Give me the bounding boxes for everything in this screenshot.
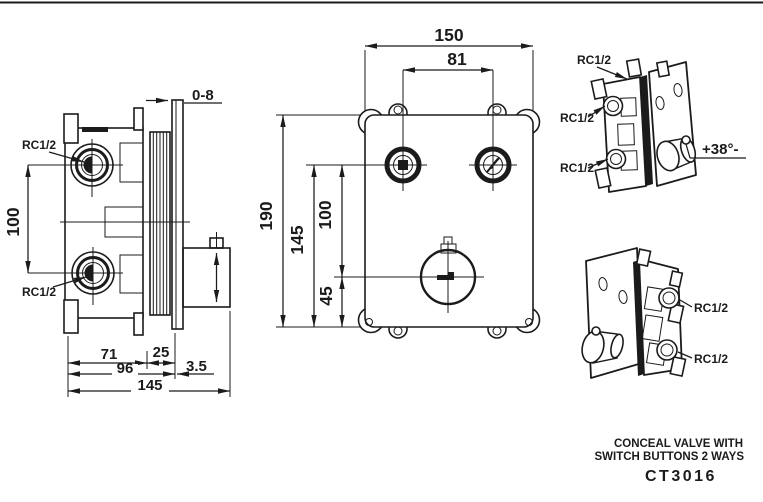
screw-hole <box>393 326 403 336</box>
port-label-top: RC1/2 <box>22 138 56 152</box>
dim-label-100-front: 100 <box>315 200 335 229</box>
dim-label-71: 71 <box>101 346 118 363</box>
dimension-depths: 71 25 96 3.5 145 <box>67 311 231 397</box>
dim-label-3-5: 3.5 <box>186 358 207 375</box>
temperature-label: +38°- <box>702 141 738 158</box>
outlet-block <box>182 232 231 308</box>
iso-port-label-3: RC1/2 <box>560 161 594 175</box>
screw-hole <box>525 318 533 326</box>
mounting-lug <box>667 302 685 324</box>
adjustment-fins <box>149 131 171 316</box>
leader-line <box>677 351 693 359</box>
leader-line <box>587 105 606 118</box>
dimension-spacing-81: 81 <box>403 49 493 73</box>
port <box>602 95 624 117</box>
label-mask <box>112 364 138 375</box>
dim-label-145-side: 145 <box>137 377 162 394</box>
wall-plate-edge <box>171 99 184 330</box>
port-label-bottom: RC1/2 <box>22 285 56 299</box>
inlet-port-top <box>28 139 123 197</box>
plate-hole <box>598 277 608 291</box>
screw-hole <box>492 326 502 336</box>
iso-back-port-label-1: RC1/2 <box>694 301 728 315</box>
mounting-tab-bottom-left <box>63 299 79 334</box>
internal-cavity <box>119 142 144 183</box>
front-view: 150 81 190 145 100 45 <box>256 25 541 339</box>
screw-hole <box>393 105 403 115</box>
dim-label-150: 150 <box>434 25 463 45</box>
dim-label-0-8: 0-8 <box>192 87 214 104</box>
label-mask <box>131 381 169 392</box>
temperature-knob <box>419 236 477 306</box>
title-block: CONCEAL VALVE WITH SWITCH BUTTONS 2 WAYS… <box>594 438 744 485</box>
mounting-lug <box>590 78 608 100</box>
body-recess <box>617 123 635 146</box>
iso-back-view: RC1/2 RC1/2 <box>581 247 728 379</box>
switch-button-right <box>474 146 512 184</box>
valve-body <box>602 76 647 193</box>
dim-label-190: 190 <box>256 201 276 230</box>
mounting-lug <box>669 355 687 377</box>
product-title-line2: SWITCH BUTTONS 2 WAYS <box>594 451 744 463</box>
switch-button-left <box>384 146 422 184</box>
dimension-port-spacing: 100 <box>3 165 31 273</box>
fin-stack-edge <box>633 260 644 376</box>
plate-hole <box>655 96 665 110</box>
dim-label-45: 45 <box>316 286 336 306</box>
top-fitting <box>625 58 643 78</box>
mounting-tab-top-left <box>63 113 79 144</box>
dim-label-100-side: 100 <box>3 207 23 236</box>
leader-line <box>679 299 693 308</box>
leader-line <box>685 143 691 159</box>
dim-label-96: 96 <box>117 360 134 377</box>
product-code: CT3016 <box>645 468 717 485</box>
mounting-tab-top-right <box>133 107 144 131</box>
port <box>605 148 627 170</box>
iso-back-port-label-2: RC1/2 <box>694 352 728 366</box>
body-recess <box>641 314 664 342</box>
temperature-knob-iso-back <box>581 326 624 364</box>
screw-hole <box>365 318 373 326</box>
fin-stack-edge <box>640 75 653 186</box>
dimension-heights: 190 145 100 45 <box>256 114 361 328</box>
port <box>656 339 678 361</box>
inlet-port-bottom <box>28 247 123 305</box>
leader-line <box>587 158 609 169</box>
plate-hole <box>618 290 628 304</box>
iso-front-view: RC1/2 RC1/2 RC1/2 +38°- <box>560 53 746 193</box>
side-view: RC1/2 RC1/2 0-8 100 71 25 96 <box>3 87 231 397</box>
plate-hole <box>673 83 683 97</box>
iso-port-label-1: RC1/2 <box>577 53 611 67</box>
iso-port-label-2: RC1/2 <box>560 111 594 125</box>
dim-label-145-front: 145 <box>287 225 307 254</box>
product-title-line1: CONCEAL VALVE WITH <box>614 438 743 450</box>
top-fitting <box>635 248 652 268</box>
dimension-width-150: 150 <box>364 25 534 111</box>
top-fitting <box>655 60 671 78</box>
dimension-wall-gap: 0-8 <box>146 87 222 104</box>
leader-line <box>596 66 628 80</box>
mounting-lug <box>594 167 612 189</box>
internal-cavity <box>119 254 144 294</box>
top-fitting <box>668 270 684 288</box>
face-plate <box>364 114 534 328</box>
body-top-seal <box>82 127 108 132</box>
leader-line <box>48 151 85 163</box>
leader-line <box>52 276 87 288</box>
mounting-tab-bottom-right <box>133 312 144 336</box>
dim-label-81: 81 <box>447 49 467 69</box>
port <box>658 287 680 309</box>
dim-label-25: 25 <box>153 344 170 361</box>
